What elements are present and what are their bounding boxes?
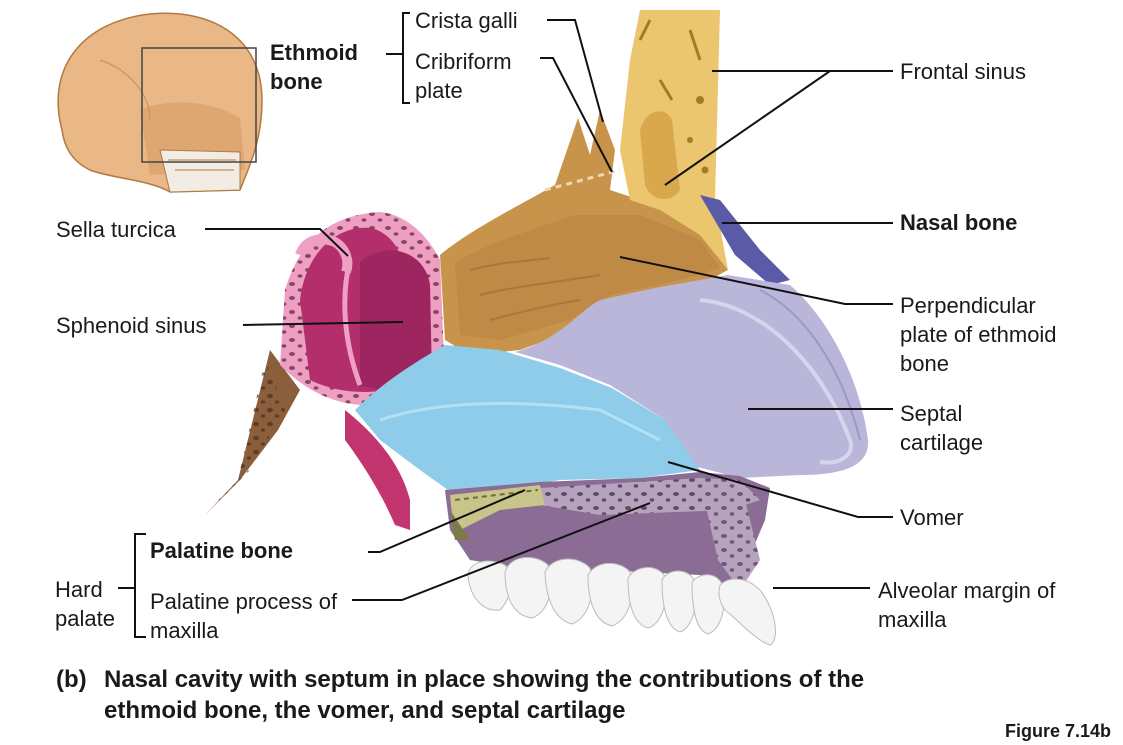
label-sphenoid-sinus: Sphenoid sinus (56, 313, 207, 338)
nasal-bone (700, 195, 790, 285)
label-hard-palate: Hard palate (55, 577, 115, 631)
figure-number: Figure 7.14b (1004, 721, 1111, 741)
sella-turcica-leader (205, 228, 349, 257)
leader-lines (118, 12, 893, 638)
pterygoid-process (345, 410, 410, 530)
caption-line-2: ethmoid bone, the vomer, and septal cart… (104, 697, 626, 724)
palatine-bone-leader (368, 489, 526, 553)
label-cribriform-plate: Cribriform plate (415, 49, 512, 103)
label-sella-turcica: Sella turcica (56, 217, 176, 242)
figure-caption: (b) Nasal cavity with septum in place sho… (56, 664, 864, 726)
frontal-sinus-cavity (640, 111, 680, 200)
frontal-bone (620, 10, 728, 270)
perpendicular-plate-leader (619, 256, 893, 305)
sphenoid-bone (280, 212, 445, 405)
ethmoid-bracket (402, 12, 410, 104)
palatine-process-leader (352, 502, 651, 601)
label-vomer: Vomer (900, 505, 964, 530)
label-palatine-bone: Palatine bone (150, 538, 294, 563)
sphenoid-sinus-leader (242, 321, 404, 326)
caption-prefix: (b) (56, 666, 87, 693)
label-frontal-sinus: Frontal sinus (900, 59, 1026, 84)
vomer (355, 345, 700, 495)
cribriform-leader (540, 57, 613, 173)
label-crista-galli: Crista galli (415, 8, 518, 33)
label-alveolar-margin: Alveolar margin of maxilla (878, 578, 1056, 632)
posterior-bone (205, 350, 300, 515)
septal-cartilage (515, 275, 869, 478)
teeth (467, 556, 776, 646)
label-nasal-bone: Nasal bone (900, 210, 1018, 235)
crista-galli-leader (547, 19, 604, 123)
palatine-bone (450, 485, 545, 540)
skull-thumbnail (57, 12, 263, 193)
label-palatine-process: Palatine process of maxilla (150, 589, 338, 643)
vomer-leader (667, 461, 893, 518)
caption-line-1: Nasal cavity with septum in place showin… (104, 666, 865, 693)
label-ethmoid-bone: Ethmoid bone (270, 40, 358, 94)
ethmoid-bone (440, 110, 728, 355)
skull-focus-box (141, 47, 257, 163)
label-septal-cartilage: Septal cartilage (900, 401, 984, 455)
label-perpendicular-plate: Perpendicular plate of ethmoid bone (900, 293, 1057, 376)
hard-palate-bracket (134, 533, 146, 638)
